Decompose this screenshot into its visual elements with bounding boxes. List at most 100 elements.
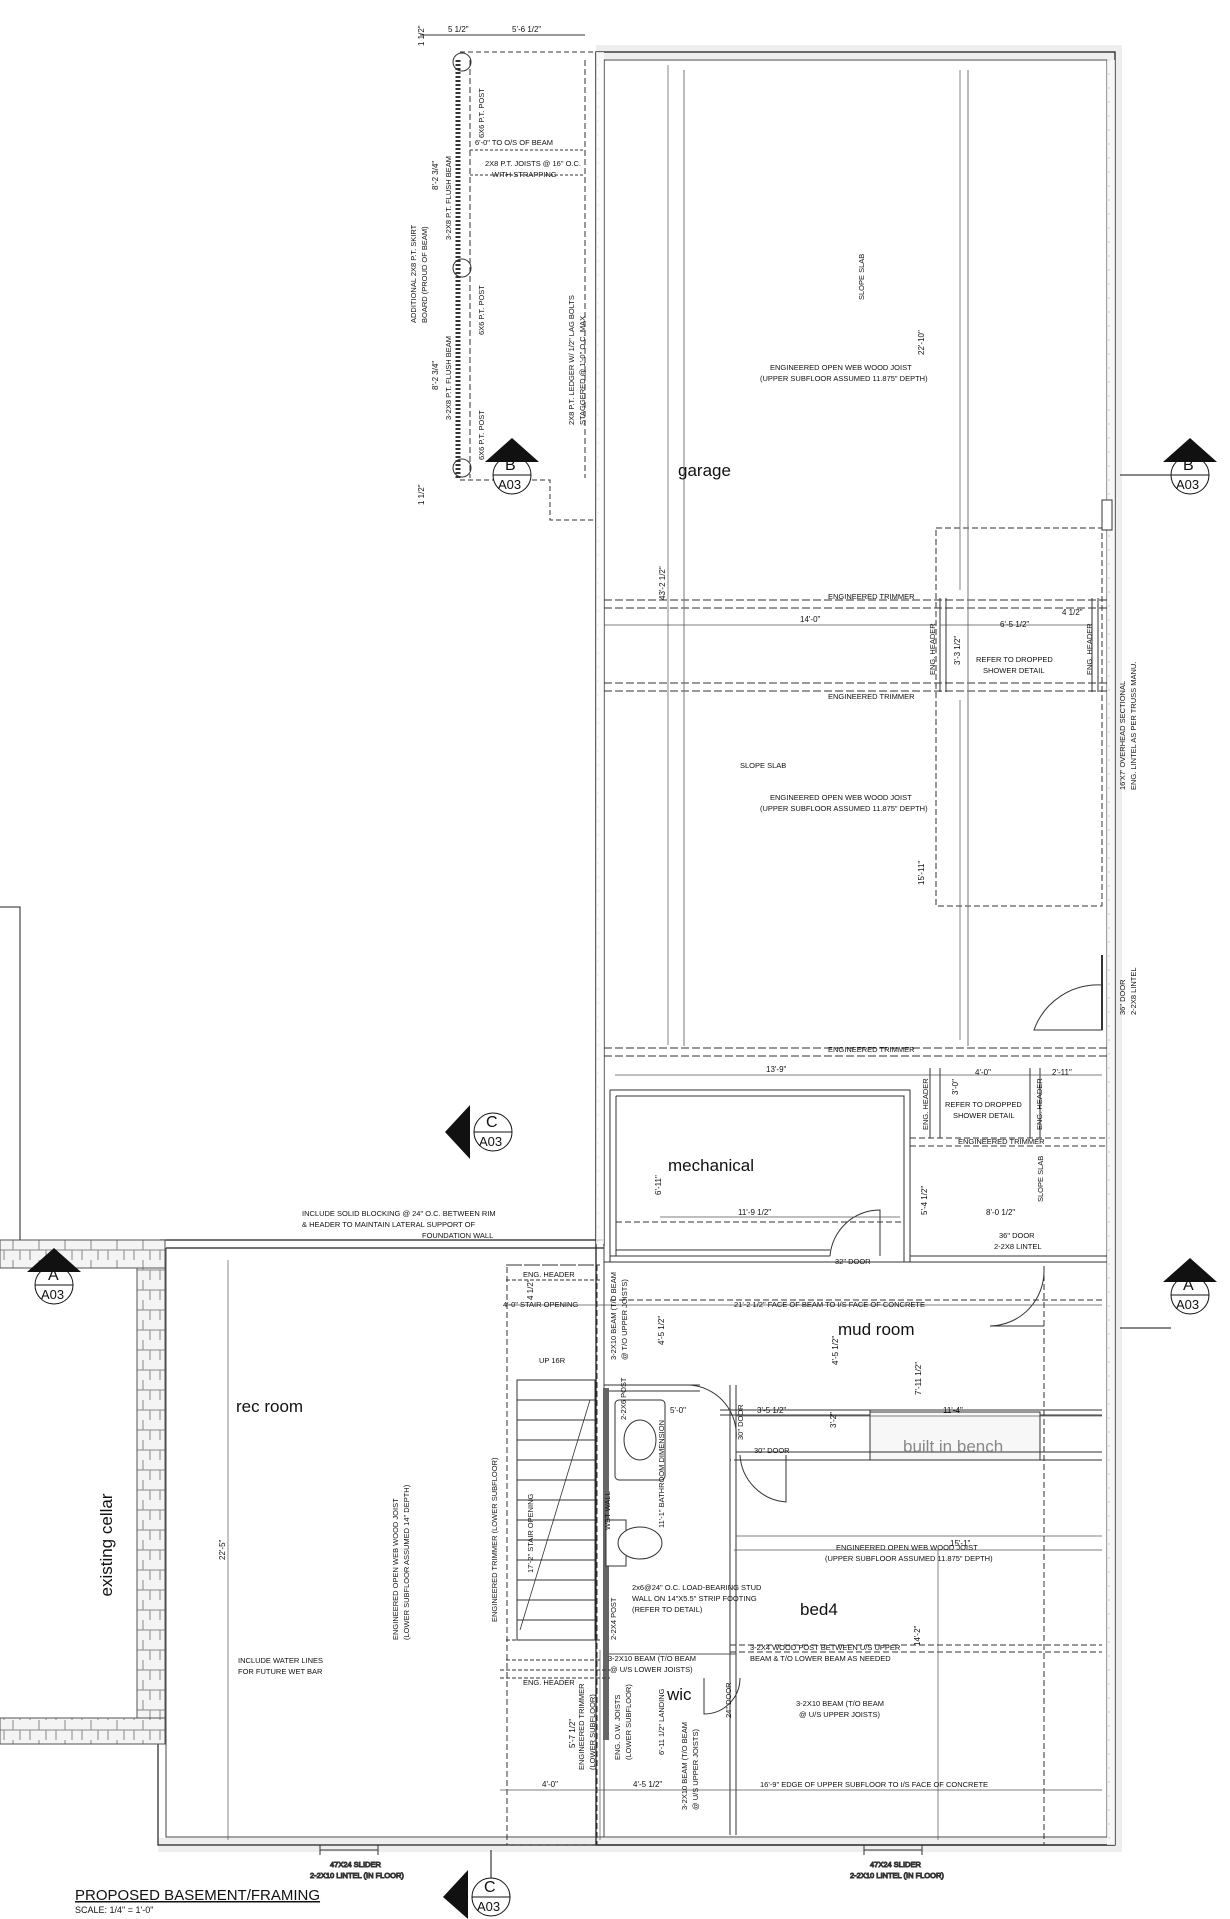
- section-marker-b-right: B A03: [1120, 438, 1217, 495]
- annotation-deck-dim-112-top: 1 1/2": [417, 25, 426, 46]
- annotation-joist-1a: ENGINEERED OPEN WEB WOOD JOIST: [770, 363, 912, 372]
- annotation-eng-header-2: ENG. HEADER: [1085, 623, 1094, 675]
- annotation-shower-1b: SHOWER DETAIL: [983, 666, 1045, 675]
- annotation-slider-r2: 2-2X10 LINTEL (IN FLOOR): [850, 1871, 944, 1880]
- annotation-overhead-1: 16'X7' OVERHEAD SECTIONAL: [1118, 681, 1127, 790]
- annotation-beam-v-1: 3-2X10 BEAM (T/O BEAM: [680, 1722, 689, 1810]
- annotation-blocking-1: INCLUDE SOLID BLOCKING @ 24" O.C. BETWEE…: [302, 1209, 496, 1218]
- annotation-garage-depth-2: 43'-2 1/2": [658, 566, 667, 600]
- sink-icon: [623, 1419, 657, 1461]
- annotation-post3: 6X6 P.T. POST: [477, 410, 486, 460]
- annotation-trimmer-lower: ENGINEERED TRIMMER (LOWER SUBFLOOR): [490, 1457, 499, 1622]
- window-sliders: 47X24 SLIDER 2-2X10 LINTEL (IN FLOOR) 47…: [310, 1845, 945, 1881]
- annotation-slider-l1: 47X24 SLIDER: [330, 1860, 381, 1869]
- annotation-door-36-2: 2-2X8 LINTEL: [994, 1242, 1042, 1251]
- annotation-trimmer-3: ENGINEERED TRIMMER: [828, 1045, 915, 1054]
- room-mechanical: mechanical: [668, 1156, 754, 1175]
- annotation-dim-13-9: 13'-9": [766, 1065, 787, 1074]
- annotation-slope-slab-2: SLOPE SLAB: [740, 761, 786, 770]
- annotation-deck-dim-left: 5 1/2": [448, 25, 469, 34]
- annotation-blocking-2: & HEADER TO MAINTAIN LATERAL SUPPORT OF: [302, 1220, 476, 1229]
- annotation-shower-2a: REFER TO DROPPED: [945, 1100, 1022, 1109]
- annotation-trimmer-4: ENGINEERED TRIMMER: [958, 1137, 1045, 1146]
- annotation-joist-2b: (UPPER SUBFLOOR ASSUMED 11.875" DEPTH): [760, 804, 928, 813]
- annotation-dim-5-4: 5'-4 1/2": [920, 1186, 929, 1215]
- room-rec-room: rec room: [236, 1397, 303, 1416]
- annotation-beam-310-2: @ T/O UPPER JOISTS): [620, 1279, 629, 1360]
- annotation-dim-8-0: 8'-0 1/2": [986, 1208, 1015, 1217]
- section-letter: C: [486, 1114, 498, 1131]
- annotation-joist-4b: (LOWER SUBFLOOR ASSUMED 14" DEPTH): [402, 1484, 411, 1640]
- annotation-overhead-2: ENG. LINTEL AS PER TRUSS MANU.: [1129, 662, 1138, 790]
- annotation-dim-14-0: 14'-0": [800, 615, 821, 624]
- annotation-deck-dim-top: 5'-6 1/2": [512, 25, 541, 34]
- section-sheet: A03: [41, 1287, 64, 1302]
- annotation-beam-out: 6'-0" TO O/S OF BEAM: [475, 138, 553, 147]
- annotation-beam-right-1: 3-2X10 BEAM (T/O BEAM: [796, 1699, 884, 1708]
- annotation-eng-header-5: ENG. HEADER: [523, 1270, 575, 1279]
- annotation-edge-upper: 16'-9" EDGE OF UPPER SUBFLOOR TO I/S FAC…: [760, 1780, 988, 1789]
- stair: [500, 1264, 610, 1846]
- annotation-face-beam: 21'-2 1/2" FACE OF BEAM TO I/S FACE OF C…: [734, 1300, 925, 1309]
- annotation-joist-2a: ENGINEERED OPEN WEB WOOD JOIST: [770, 793, 912, 802]
- annotation-dim-4-5b: 4'-5 1/2": [831, 1336, 840, 1365]
- annotation-post-2x6: 2-2X6 POST: [619, 1377, 628, 1420]
- annotation-dim-11-4: 11'-4": [943, 1406, 963, 1415]
- annotation-ow-joists-1: ENG. O.W. JOISTS: [613, 1695, 622, 1760]
- annotation-stud-3: (REFER TO DETAIL): [632, 1605, 703, 1614]
- annotation-skirt-2: BOARD (PROUD OF BEAM): [420, 226, 429, 323]
- annotation-span-2: 8'-2 3/4": [431, 361, 440, 390]
- section-marker-b-left: B A03: [485, 438, 539, 495]
- garage-framing: [604, 70, 1113, 1057]
- annotation-flush-beam-2: 3-2X8 P.T. FLUSH BEAM: [444, 336, 453, 420]
- annotation-wet-wall: WET WALL: [603, 1491, 612, 1530]
- annotation-dim-5-7: 5'-7 1/2": [568, 1719, 577, 1748]
- annotation-stud-1: 2x6@24" O.C. LOAD-BEARING STUD: [632, 1583, 762, 1592]
- annotation-slider-l2: 2-2X10 LINTEL (IN FLOOR): [310, 1871, 404, 1880]
- section-letter: B: [1183, 457, 1194, 474]
- annotation-dim-6-11: 6'-11": [654, 1175, 663, 1195]
- annotation-wood-post-1: 3-2X4 WOOD POST BETWEEN U/S UPPER: [750, 1643, 901, 1652]
- annotation-dim-6-5: 6'-5 1/2": [1000, 620, 1029, 629]
- section-sheet: A03: [479, 1134, 502, 1149]
- annotation-dim-3-3: 3'-3 1/2": [953, 636, 962, 665]
- section-letter: B: [505, 457, 516, 474]
- annotation-ow-joists-2: (LOWER SUBFLOOR): [624, 1684, 633, 1760]
- annotation-ledger-1: 2X8 P.T. LEDGER W/ 1/2" LAG BOLTS: [567, 295, 576, 425]
- drawing-scale: SCALE: 1/4" = 1'-0": [75, 1905, 153, 1915]
- annotation-blocking-3: FOUNDATION WALL: [422, 1231, 493, 1240]
- annotation-eng-header-4: ENG. HEADER: [1035, 1078, 1044, 1130]
- annotation-door-32: 32" DOOR: [835, 1257, 871, 1266]
- annotation-stair-open: 4'-0" STAIR OPENING: [503, 1300, 578, 1309]
- annotation-door-36-side-2: 2-2X8 LINTEL: [1129, 967, 1138, 1015]
- section-sheet: A03: [1176, 477, 1199, 492]
- section-letter: C: [484, 1879, 496, 1896]
- annotation-shower-1a: REFER TO DROPPED: [976, 655, 1053, 664]
- room-existing-cellar: existing cellar: [97, 1493, 116, 1596]
- annotation-landing: 6'-11 1/2" LANDING: [657, 1688, 666, 1755]
- interior-walls: [603, 1261, 1102, 1845]
- annotation-slider-r1: 47X24 SLIDER: [870, 1860, 921, 1869]
- annotation-dim-4-0-top: 4'-0": [975, 1068, 991, 1077]
- annotation-bath-dim: 11'-1" BATHROOM DIMENSION: [657, 1420, 666, 1528]
- annotation-dim-22-5: 22'-5": [218, 1539, 227, 1560]
- annotation-dim-3-5: 3'-5 1/2": [757, 1406, 786, 1415]
- annotation-post1: 6X6 P.T. POST: [477, 88, 486, 138]
- foundation-walls: [157, 45, 1122, 1852]
- annotation-beam-lower-2: @ U/S LOWER JOISTS): [610, 1665, 693, 1674]
- annotation-dim-4-12b: 4 1/2": [526, 1279, 535, 1300]
- section-marker-c-bottom: C A03: [443, 1850, 511, 1919]
- mechanical-notes: 13'-9" 4'-0" 2'-11" 3'-0" ENG. HEADER EN…: [302, 1065, 1072, 1395]
- annotation-garage-depth-1: 22'-10": [917, 330, 926, 355]
- toilet-icon: [617, 1526, 663, 1560]
- drawing-title-block: PROPOSED BASEMENT/FRAMING SCALE: 1/4" = …: [75, 1887, 320, 1915]
- annotation-stud-2: WALL ON 14"X5.5" STRIP FOOTING: [632, 1594, 757, 1603]
- annotation-dim-11-9: 11'-9 1/2": [738, 1208, 771, 1217]
- garage-notes: SLOPE SLAB SLOPE SLAB SLOPE SLAB ENGINEE…: [658, 254, 1138, 1202]
- annotation-dim-4-0-bottom: 4'-0": [542, 1780, 558, 1789]
- annotation-trimmer-1: ENGINEERED TRIMMER: [828, 592, 915, 601]
- annotation-trimmer-lower-2a: ENGINEERED TRIMMER: [577, 1683, 586, 1770]
- annotation-dim-2-11: 2'-11": [1052, 1068, 1072, 1077]
- room-wic: wic: [666, 1685, 692, 1704]
